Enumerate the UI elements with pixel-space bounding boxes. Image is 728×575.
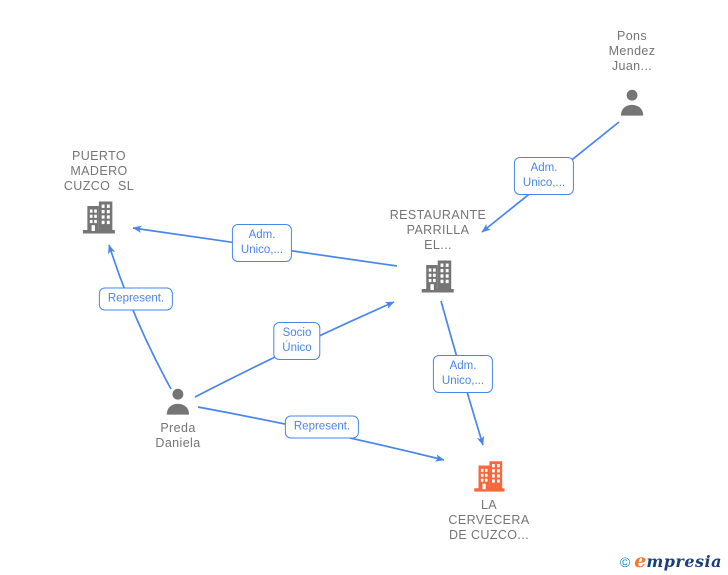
node-label-line: PARRILLA <box>406 223 470 237</box>
edge-label-line: Unico,... <box>522 177 566 189</box>
edge-label-adm-unico-3[interactable]: Adm. Unico,... <box>432 355 494 393</box>
person-icon <box>620 89 644 116</box>
edge-label-socio-unico[interactable]: Socio Único <box>273 322 321 360</box>
edge-label-line: Unico,... <box>441 375 485 387</box>
node-pons-mendez-juan[interactable]: Pons Mendez Juan... <box>609 29 656 117</box>
node-label-line: Preda <box>160 421 196 435</box>
node-label-line: Pons <box>616 29 648 43</box>
building-icon-highlighted <box>473 461 505 492</box>
node-label-line: CUZCO SL <box>63 179 135 193</box>
node-label-line: LA <box>480 498 498 512</box>
node-label-line: Mendez <box>608 44 656 58</box>
building-icon <box>83 201 115 234</box>
edge-preda-to-puerto-madero <box>108 244 172 390</box>
node-la-cervecera[interactable]: LA CERVECERA DE CUZCO... <box>448 457 529 543</box>
edge-label-represent-2[interactable]: Represent. <box>284 415 360 439</box>
node-label-line: RESTAURANTE <box>389 208 487 222</box>
node-label-line: Juan... <box>611 59 653 73</box>
person-icon <box>166 388 190 415</box>
edge-label-line: Adm. <box>449 360 477 372</box>
node-restaurante-parrilla[interactable]: RESTAURANTE PARRILLA EL... <box>390 208 487 294</box>
building-icon <box>421 260 454 293</box>
node-label-line: EL... <box>424 238 452 252</box>
edge-label-line: Adm. <box>248 229 276 241</box>
edge-label-represent-1[interactable]: Represent. <box>98 287 174 311</box>
edge-label-line: Represent. <box>107 292 165 305</box>
node-label-line: DE CUZCO... <box>448 528 530 542</box>
node-label-line: CERVECERA <box>448 513 530 527</box>
edge-label-adm-unico-1[interactable]: Adm. Unico,... <box>513 157 575 195</box>
node-preda-daniela[interactable]: Preda Daniela <box>155 386 200 451</box>
node-label-line: MADERO <box>70 164 128 178</box>
empresia-logo-e: e <box>634 550 647 572</box>
edge-label-line: Socio <box>282 327 312 339</box>
empresia-logo[interactable]: © e mpresia <box>619 550 722 572</box>
empresia-logo-text: mpresia <box>646 552 722 571</box>
edge-label-adm-unico-2[interactable]: Adm. Unico,... <box>231 224 293 262</box>
edge-label-line: Único <box>282 342 312 354</box>
node-puerto-madero[interactable]: PUERTO MADERO CUZCO SL <box>64 149 134 235</box>
edge-label-line: Represent. <box>293 420 351 433</box>
node-label-line: Daniela <box>155 436 201 450</box>
edge-label-line: Unico,... <box>240 244 284 256</box>
edge-label-line: Adm. <box>530 162 558 174</box>
node-label-line: PUERTO <box>71 149 127 163</box>
copyright-icon: © <box>619 554 631 570</box>
